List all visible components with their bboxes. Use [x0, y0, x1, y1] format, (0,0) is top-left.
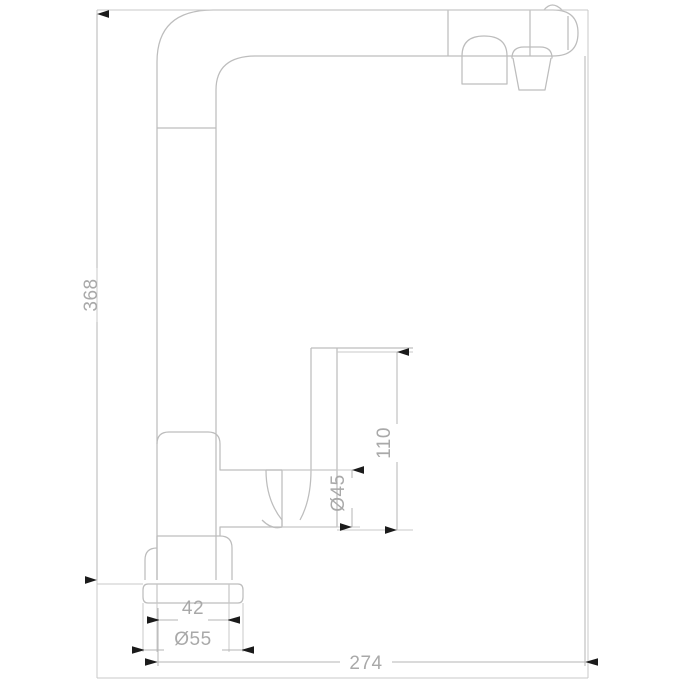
valve-housing-upper — [156, 431, 282, 471]
valve-housing-lower — [156, 526, 282, 580]
handle-underside-tip — [261, 519, 283, 529]
dimension-label-274: 274 — [349, 653, 382, 674]
head-end-cap — [552, 9, 579, 57]
handle-underside-curve — [265, 469, 283, 527]
head-top-bump — [543, 4, 563, 11]
spout-inner-profile — [215, 55, 553, 580]
dimension-label-110: 110 — [374, 427, 395, 459]
head-dome-arc — [461, 35, 508, 57]
collar-left — [144, 547, 158, 580]
handle-inner-curve — [299, 469, 312, 521]
head-dome-base — [461, 56, 508, 85]
aerator-top — [511, 46, 553, 59]
aerator-body — [512, 57, 552, 91]
collar-right — [219, 535, 233, 580]
faucet-body-outline — [142, 4, 579, 604]
dimension-label-368: 368 — [81, 278, 102, 311]
dimension-lines — [85, 10, 598, 666]
dimension-label-dia45: Ø45 — [328, 474, 349, 511]
dimension-label-42: 42 — [182, 598, 204, 619]
extension-lines — [96, 9, 589, 679]
base-plate — [142, 583, 244, 604]
dimension-label-dia55: Ø55 — [174, 629, 211, 650]
